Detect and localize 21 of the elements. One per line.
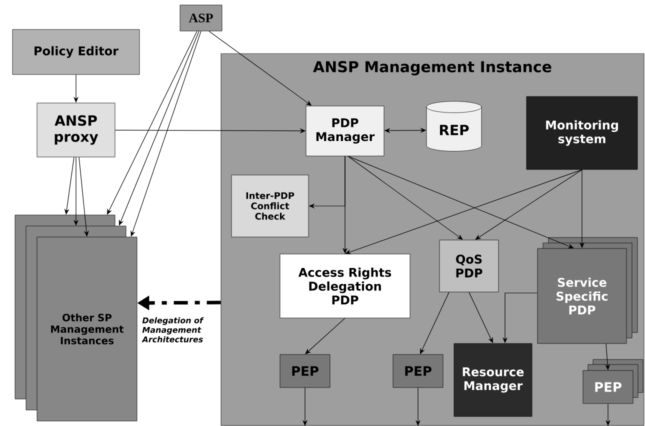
process-box: Policy Editor <box>12 29 140 75</box>
edge-label: Delegation of Management Architectures <box>142 317 204 342</box>
process-box: PEP <box>392 354 444 388</box>
process-box: Inter-PDP Conflict Check <box>231 174 309 238</box>
process-box: Monitoring system <box>526 96 638 170</box>
process-box: QoS PDP <box>439 240 499 292</box>
arrow <box>475 169 582 240</box>
arrow <box>348 156 463 240</box>
process-box: PEP <box>280 354 330 388</box>
process-box: Access Rights Delegation PDP <box>280 254 410 318</box>
process-box: ANSP proxy <box>36 102 116 158</box>
stacked-box: PEP <box>582 359 644 404</box>
arrow <box>345 169 582 254</box>
process-box: PDP Manager <box>306 106 384 156</box>
stacked-box: Other SP Management Instances <box>14 214 138 422</box>
database-cylinder: REP <box>426 101 482 152</box>
arrow <box>305 318 346 354</box>
arrow <box>348 156 574 248</box>
label-box: ASP <box>180 4 222 32</box>
stacked-box: Service Specific PDP <box>537 237 638 344</box>
process-box: Resource Manager <box>454 343 532 417</box>
